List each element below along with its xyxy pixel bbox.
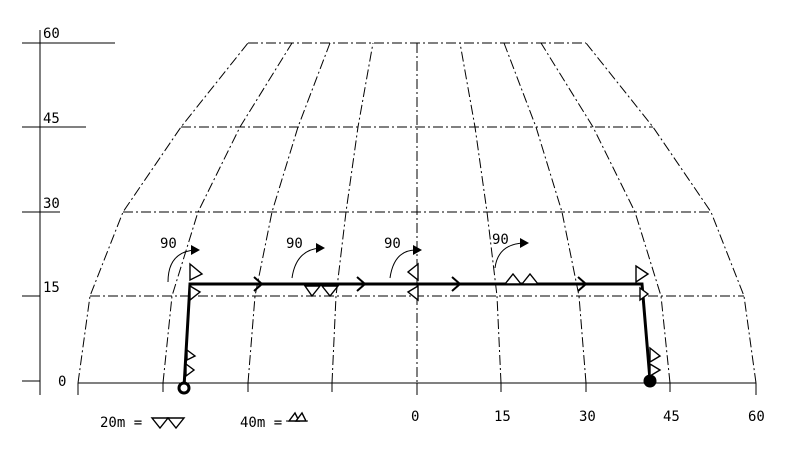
flag-marker-icon (186, 348, 197, 362)
grid-outer-left (77, 42, 249, 384)
flag-marker-icon (189, 284, 202, 302)
turn-arrowhead-icon (520, 238, 529, 248)
turn-angle-label: 90 (384, 236, 401, 252)
grid-radial (162, 42, 293, 384)
double-barb-icon (166, 417, 186, 430)
legend: 20m = 40m = (100, 411, 308, 431)
grid-radial (459, 42, 502, 384)
y-tick-label-30: 30 (43, 196, 60, 212)
x-tick-label-60: 60 (748, 409, 765, 425)
route-path (182, 282, 652, 388)
x-axis: 0 15 30 45 60 (77, 382, 765, 425)
flag-marker-icon (639, 286, 650, 302)
direction-arrow-icon (356, 276, 367, 292)
turn-arc-icon (494, 242, 525, 269)
flag-marker-icon (185, 362, 196, 378)
route-flags (185, 262, 662, 378)
turn-annotation: 90 (160, 236, 200, 283)
start-point-marker (177, 381, 191, 395)
direction-arrow-icon (577, 276, 588, 292)
turn-annotations: 90 90 90 90 (160, 232, 529, 283)
grid-outer-right (585, 42, 757, 384)
double-barb-icon (150, 417, 170, 430)
flag-marker-icon (649, 362, 662, 378)
turn-arc-icon (389, 249, 417, 279)
flag-marker-icon (649, 346, 662, 364)
turn-annotation: 90 (286, 236, 325, 279)
pennant-icon (503, 272, 523, 285)
turn-annotation: 90 (492, 232, 529, 269)
y-tick-label-15: 15 (43, 280, 60, 296)
legend-label-20m: 20m = (100, 415, 142, 431)
pennant-icon (294, 411, 308, 422)
turn-angle-label: 90 (160, 236, 177, 252)
grid-radial (247, 42, 331, 384)
turn-arrowhead-icon (316, 243, 325, 253)
flag-marker-icon (406, 284, 419, 302)
y-tick-label-45: 45 (43, 111, 60, 127)
double-barb-icon (303, 285, 322, 298)
direction-arrow-icon (451, 276, 462, 292)
flag-marker-icon (635, 264, 650, 284)
legend-label-40m: 40m = (240, 415, 282, 431)
turn-arc-icon (167, 249, 196, 283)
end-point-marker (643, 374, 657, 388)
turn-angle-label: 90 (492, 232, 509, 248)
turn-annotation: 90 (384, 236, 422, 279)
perspective-grid (77, 42, 757, 384)
turn-angle-label: 90 (286, 236, 303, 252)
double-barb-icon (320, 285, 340, 298)
y-tick-label-60: 60 (43, 26, 60, 42)
flag-marker-icon (189, 262, 204, 282)
turn-arrowhead-icon (413, 245, 422, 255)
route (177, 276, 657, 395)
grid-radial (503, 42, 587, 384)
grid-radial (540, 42, 671, 384)
grid-radial (331, 42, 374, 384)
turn-arrowhead-icon (191, 245, 200, 255)
pennant-icon (287, 411, 301, 422)
x-tick-label-45: 45 (663, 409, 680, 425)
x-tick-label-15: 15 (494, 409, 511, 425)
x-tick-label-0: 0 (411, 409, 419, 425)
pennant-icon (520, 272, 540, 285)
direction-arrow-icon (253, 276, 264, 292)
x-tick-label-30: 30 (579, 409, 596, 425)
flag-marker-icon (406, 262, 419, 282)
y-axis: 60 45 30 15 0 (22, 26, 115, 395)
y-tick-label-0: 0 (58, 374, 66, 390)
turn-arc-icon (291, 247, 321, 279)
